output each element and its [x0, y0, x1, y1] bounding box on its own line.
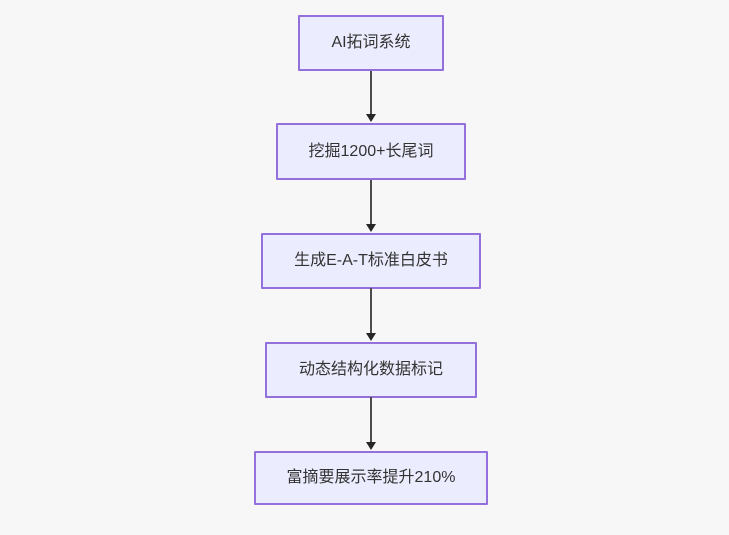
flowchart-edge-4: [366, 397, 376, 450]
arrow-down-icon: [366, 114, 376, 122]
edge-line: [370, 71, 372, 114]
arrow-down-icon: [366, 224, 376, 232]
edge-line: [370, 288, 372, 333]
flowchart-edge-3: [366, 288, 376, 341]
flowchart-node-mine-longtail-keywords: 挖掘1200+长尾词: [276, 123, 466, 180]
flowchart-node-rich-snippet-rate-increase: 富摘要展示率提升210%: [254, 451, 488, 505]
node-label: 富摘要展示率提升210%: [286, 469, 456, 487]
flowchart-node-ai-word-expansion-system: AI拓词系统: [298, 15, 444, 71]
flowchart-node-generate-eat-whitepaper: 生成E-A-T标准白皮书: [261, 233, 481, 289]
edge-line: [370, 397, 372, 442]
edge-line: [370, 180, 372, 224]
arrow-down-icon: [366, 442, 376, 450]
flowchart-node-dynamic-structured-data-markup: 动态结构化数据标记: [265, 342, 477, 398]
node-label: 生成E-A-T标准白皮书: [294, 252, 448, 270]
node-label: 动态结构化数据标记: [298, 361, 443, 379]
flowchart-edge-2: [366, 180, 376, 232]
flowchart-edge-1: [366, 71, 376, 122]
node-label: AI拓词系统: [331, 34, 411, 52]
node-label: 挖掘1200+长尾词: [308, 142, 434, 160]
arrow-down-icon: [366, 333, 376, 341]
